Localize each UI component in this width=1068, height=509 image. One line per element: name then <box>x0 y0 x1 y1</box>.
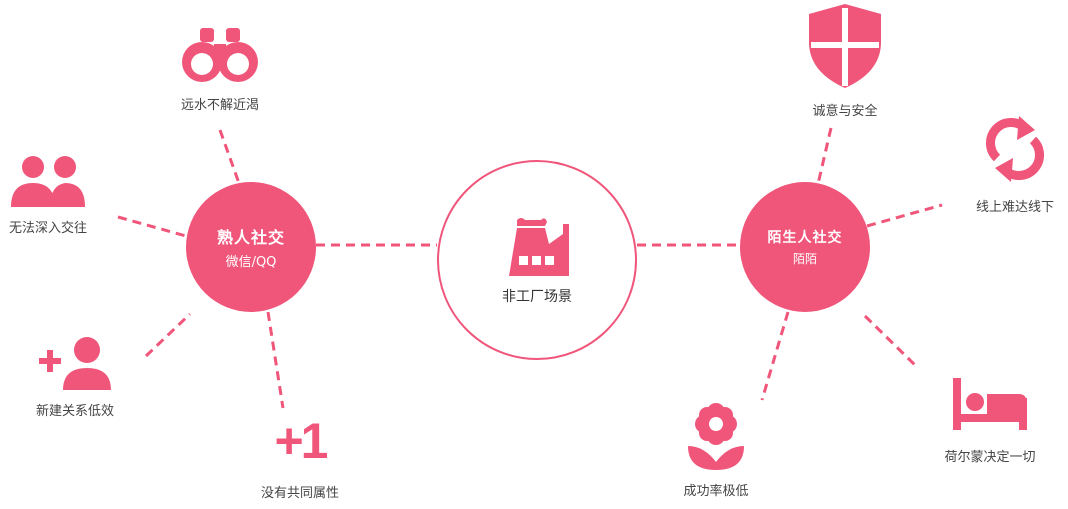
node-users: 无法深入交往 <box>0 155 96 236</box>
node-sync: 线上难达线下 <box>960 114 1068 215</box>
line-left-binoculars <box>218 129 242 187</box>
item-label: 新建关系低效 <box>35 404 114 419</box>
add-user-icon <box>39 337 111 390</box>
item-label: 远水不解近渴 <box>180 98 259 113</box>
sync-icon <box>986 116 1044 182</box>
factory-icon <box>509 218 569 276</box>
binoculars-icon <box>182 28 258 82</box>
item-label: 没有共同属性 <box>260 486 339 501</box>
plus-one-icon: +1 <box>274 413 328 469</box>
node-bed: 荷尔蒙决定一切 <box>920 376 1060 465</box>
node-flower: 成功率极低 <box>666 402 766 499</box>
line-right-flower <box>760 311 790 401</box>
line-left-users <box>117 215 187 238</box>
bed-icon <box>953 378 1027 430</box>
node-binoculars: 远水不解近渴 <box>150 22 290 113</box>
hub-stranger-social: 陌生人社交 陌陌 <box>740 182 870 312</box>
center-label: 非工厂场景 <box>502 289 572 305</box>
shield-icon <box>809 4 881 88</box>
item-label: 线上难达线下 <box>975 200 1054 215</box>
users-icon <box>11 156 85 207</box>
item-label: 荷尔蒙决定一切 <box>944 450 1036 465</box>
line-right-bed <box>863 314 918 368</box>
node-add-user: 新建关系低效 <box>20 336 130 419</box>
line-left-plusone <box>266 311 285 409</box>
flower-icon <box>688 403 744 470</box>
hub-title: 熟人社交 <box>216 228 285 247</box>
line-left-adduser <box>144 312 192 358</box>
line-right-sync <box>866 203 943 228</box>
line-right-shield <box>816 127 833 185</box>
item-label: 成功率极低 <box>683 484 749 499</box>
node-shield: 诚意与安全 <box>790 2 900 119</box>
item-label: 无法深入交往 <box>8 221 87 236</box>
node-plus-one: +1 没有共同属性 <box>240 416 360 501</box>
hub-title: 陌生人社交 <box>767 230 843 246</box>
hub-non-factory-scene: 非工厂场景 <box>437 160 637 360</box>
hub-subtitle: 微信/QQ <box>225 255 277 270</box>
hub-acquaintance-social: 熟人社交 微信/QQ <box>186 182 316 312</box>
hub-subtitle: 陌陌 <box>792 252 817 266</box>
item-label: 诚意与安全 <box>812 104 878 119</box>
